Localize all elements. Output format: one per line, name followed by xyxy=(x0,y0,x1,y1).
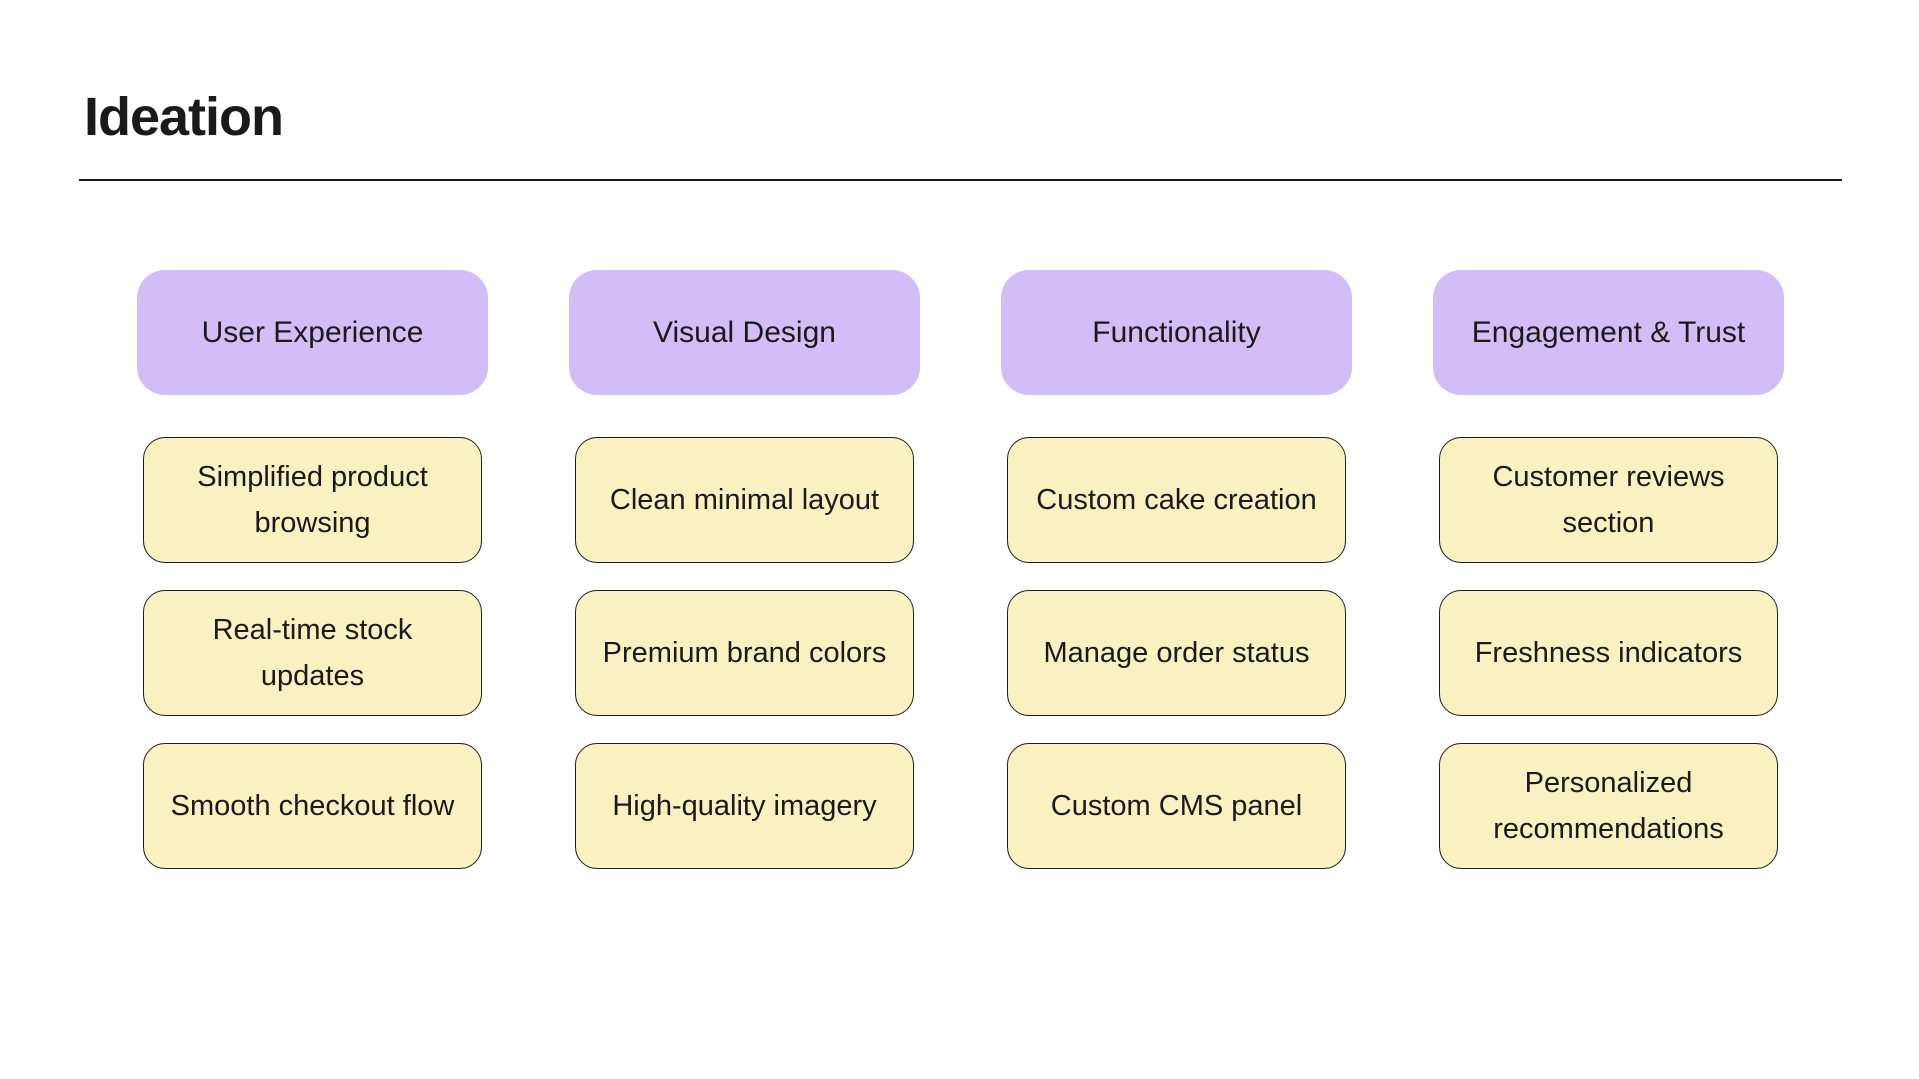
idea-card[interactable]: Real-time stock updates xyxy=(143,590,482,716)
idea-card[interactable]: Custom cake creation xyxy=(1007,437,1346,563)
page-title: Ideation xyxy=(84,87,284,147)
column-engagement-trust: Engagement & Trust Customer reviews sect… xyxy=(1433,270,1784,869)
category-header[interactable]: Functionality xyxy=(1001,270,1352,395)
columns-container: User Experience Simplified product brows… xyxy=(137,270,1784,869)
category-header[interactable]: Engagement & Trust xyxy=(1433,270,1784,395)
category-header[interactable]: User Experience xyxy=(137,270,488,395)
idea-card[interactable]: Personalized recommendations xyxy=(1439,743,1778,869)
title-divider xyxy=(79,179,1842,181)
column-user-experience: User Experience Simplified product brows… xyxy=(137,270,488,869)
idea-card[interactable]: Customer reviews section xyxy=(1439,437,1778,563)
idea-card[interactable]: Premium brand colors xyxy=(575,590,914,716)
category-header[interactable]: Visual Design xyxy=(569,270,920,395)
idea-card[interactable]: Custom CMS panel xyxy=(1007,743,1346,869)
idea-card[interactable]: Freshness indicators xyxy=(1439,590,1778,716)
column-functionality: Functionality Custom cake creation Manag… xyxy=(1001,270,1352,869)
idea-card[interactable]: Manage order status xyxy=(1007,590,1346,716)
idea-card[interactable]: Simplified product browsing xyxy=(143,437,482,563)
column-visual-design: Visual Design Clean minimal layout Premi… xyxy=(569,270,920,869)
idea-card[interactable]: Clean minimal layout xyxy=(575,437,914,563)
idea-card[interactable]: Smooth checkout flow xyxy=(143,743,482,869)
idea-card[interactable]: High-quality imagery xyxy=(575,743,914,869)
